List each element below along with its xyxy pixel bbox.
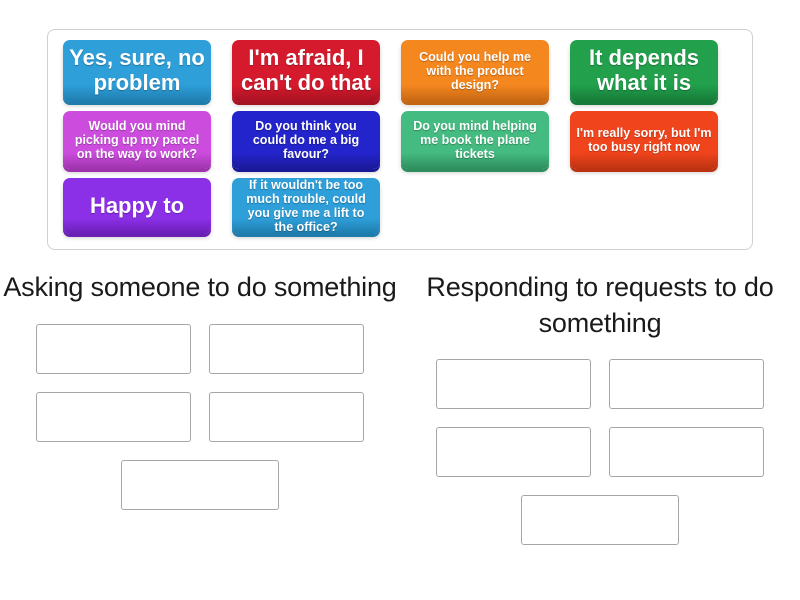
drop-zone[interactable] — [209, 391, 364, 442]
word-tile[interactable]: It depends what it is — [570, 40, 718, 102]
drop-zone[interactable] — [609, 359, 764, 410]
category-asking-someone-to-do-something: Asking someone to do something — [0, 270, 400, 563]
drop-zone-group — [18, 323, 382, 528]
drop-zone[interactable] — [36, 323, 191, 374]
drop-zone[interactable] — [609, 427, 764, 478]
drop-zone[interactable] — [521, 495, 679, 546]
word-tile[interactable]: Happy to — [63, 178, 211, 234]
category-title: Responding to requests to do something — [426, 272, 774, 338]
category-title: Asking someone to do something — [3, 272, 397, 302]
category-columns: Asking someone to do something Responding… — [0, 270, 800, 563]
word-tile[interactable]: I'm really sorry, but I'm too busy right… — [570, 111, 718, 169]
word-tile-tray: Yes, sure, no problem I'm afraid, I can't… — [47, 29, 753, 250]
drop-zone[interactable] — [436, 359, 591, 410]
drop-zone-group — [418, 359, 782, 563]
drop-zone[interactable] — [436, 427, 591, 478]
category-responding-to-requests-to-do-something: Responding to requests to do something — [400, 270, 800, 563]
word-tile[interactable]: Would you mind picking up my parcel on t… — [63, 111, 211, 169]
drop-zone[interactable] — [121, 459, 279, 510]
drop-zone[interactable] — [36, 391, 191, 442]
word-tile[interactable]: Yes, sure, no problem — [63, 40, 211, 102]
drop-zone[interactable] — [209, 323, 364, 374]
word-tile[interactable]: I'm afraid, I can't do that — [232, 40, 380, 102]
tile-list: Yes, sure, no problem I'm afraid, I can't… — [63, 40, 739, 243]
word-tile[interactable]: Do you mind helping me book the plane ti… — [401, 111, 549, 169]
word-tile[interactable]: Do you think you could do me a big favou… — [232, 111, 380, 169]
word-tile[interactable]: Could you help me with the product desig… — [401, 40, 549, 102]
word-tile[interactable]: If it wouldn't be too much trouble, coul… — [232, 178, 380, 234]
